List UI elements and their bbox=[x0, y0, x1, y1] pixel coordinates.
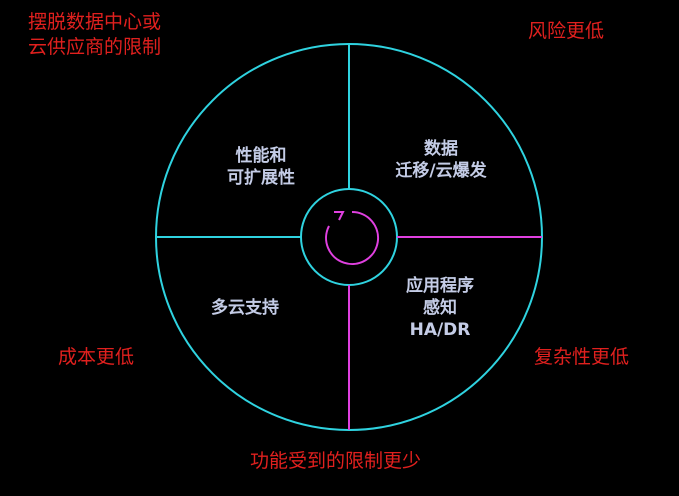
corner-label-bottom-left: 成本更低 bbox=[58, 346, 135, 368]
quadrant-label-bottom-right: 应用程序 感知 HA/DR bbox=[385, 275, 495, 341]
corner-label-bottom-right: 复杂性更低 bbox=[534, 346, 630, 368]
corner-label-top-left: 摆脱数据中心或 云供应商的限制 bbox=[28, 10, 161, 60]
quadrant-label-top-left: 性能和 可扩展性 bbox=[206, 145, 316, 189]
corner-label-top-left-line1: 摆脱数据中心或 bbox=[28, 11, 162, 33]
quadrant-bottom-left-line1: 多云支持 bbox=[211, 298, 279, 318]
quadrant-bottom-right-line2: 感知 bbox=[423, 298, 457, 318]
quadrant-top-left-line1: 性能和 bbox=[235, 146, 287, 166]
corner-label-top-left-line2: 云供应商的限制 bbox=[28, 36, 162, 58]
quadrant-bottom-right-line3: HA/DR bbox=[409, 320, 471, 340]
cycle-arrow-icon bbox=[325, 211, 380, 265]
quadrant-bottom-right-line1: 应用程序 bbox=[406, 276, 474, 296]
quadrant-top-left-line2: 可扩展性 bbox=[227, 168, 295, 188]
inner-ring bbox=[300, 188, 398, 286]
corner-label-top-right: 风险更低 bbox=[528, 20, 605, 42]
quadrant-top-right-line1: 数据 bbox=[424, 139, 458, 159]
quadrant-label-top-right: 数据 迁移/云爆发 bbox=[376, 138, 506, 182]
quadrant-label-bottom-left: 多云支持 bbox=[190, 297, 300, 319]
corner-label-bottom-center: 功能受到的限制更少 bbox=[250, 450, 422, 472]
quadrant-top-right-line2: 迁移/云爆发 bbox=[395, 161, 487, 181]
